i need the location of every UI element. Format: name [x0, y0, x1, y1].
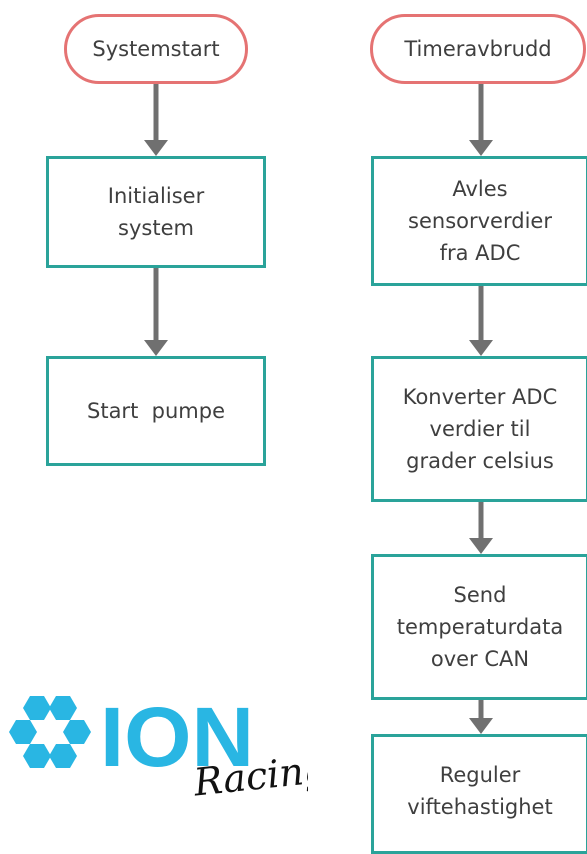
process-line: Start pumpe — [87, 399, 225, 423]
terminal-timeravbrudd: Timeravbrudd — [370, 14, 586, 84]
process-line: over CAN — [430, 647, 530, 671]
ion-racing-logo: ION Racing — [8, 690, 330, 810]
process-avles-sensorverdier: Avles sensorverdier fra ADC — [371, 156, 587, 286]
terminal-timeravbrudd-label: Timeravbrudd — [404, 37, 552, 61]
arrow-systemstart-to-initialiser — [144, 84, 168, 156]
process-line: Konverter ADC — [402, 385, 558, 409]
process-line: fra ADC — [439, 241, 521, 265]
process-line: viftehastighet — [407, 795, 553, 819]
logo-graphic: ION Racing — [9, 690, 330, 805]
process-line: Initialiser — [107, 184, 205, 208]
process-konverter-adc: Konverter ADC verdier til grader celsius — [371, 356, 587, 502]
logo-wordmark: ION — [100, 690, 254, 784]
arrow-initialiser-to-start-pumpe — [144, 268, 168, 356]
process-initialiser-system: Initialiser system — [46, 156, 266, 268]
process-line: sensorverdier — [408, 209, 552, 233]
arrow-send-to-reguler — [469, 700, 493, 734]
process-line: system — [118, 216, 194, 240]
arrow-avles-to-konverter — [469, 286, 493, 356]
process-start-pumpe: Start pumpe — [46, 356, 266, 466]
process-line: Send — [453, 583, 507, 607]
process-reguler-viftehastighet: Reguler viftehastighet — [371, 734, 587, 854]
process-line: Avles — [452, 177, 508, 201]
arrow-konverter-to-send — [469, 502, 493, 554]
process-send-temperaturdata: Send temperaturdata over CAN — [371, 554, 587, 700]
process-line: temperaturdata — [396, 615, 564, 639]
process-line: verdier til — [429, 417, 531, 441]
arrow-timeravbrudd-to-avles — [469, 84, 493, 156]
terminal-systemstart-label: Systemstart — [92, 37, 220, 61]
terminal-systemstart: Systemstart — [64, 14, 248, 84]
process-line: grader celsius — [406, 449, 554, 473]
process-line: Reguler — [439, 763, 521, 787]
hexagon-cluster-icon — [9, 696, 91, 768]
